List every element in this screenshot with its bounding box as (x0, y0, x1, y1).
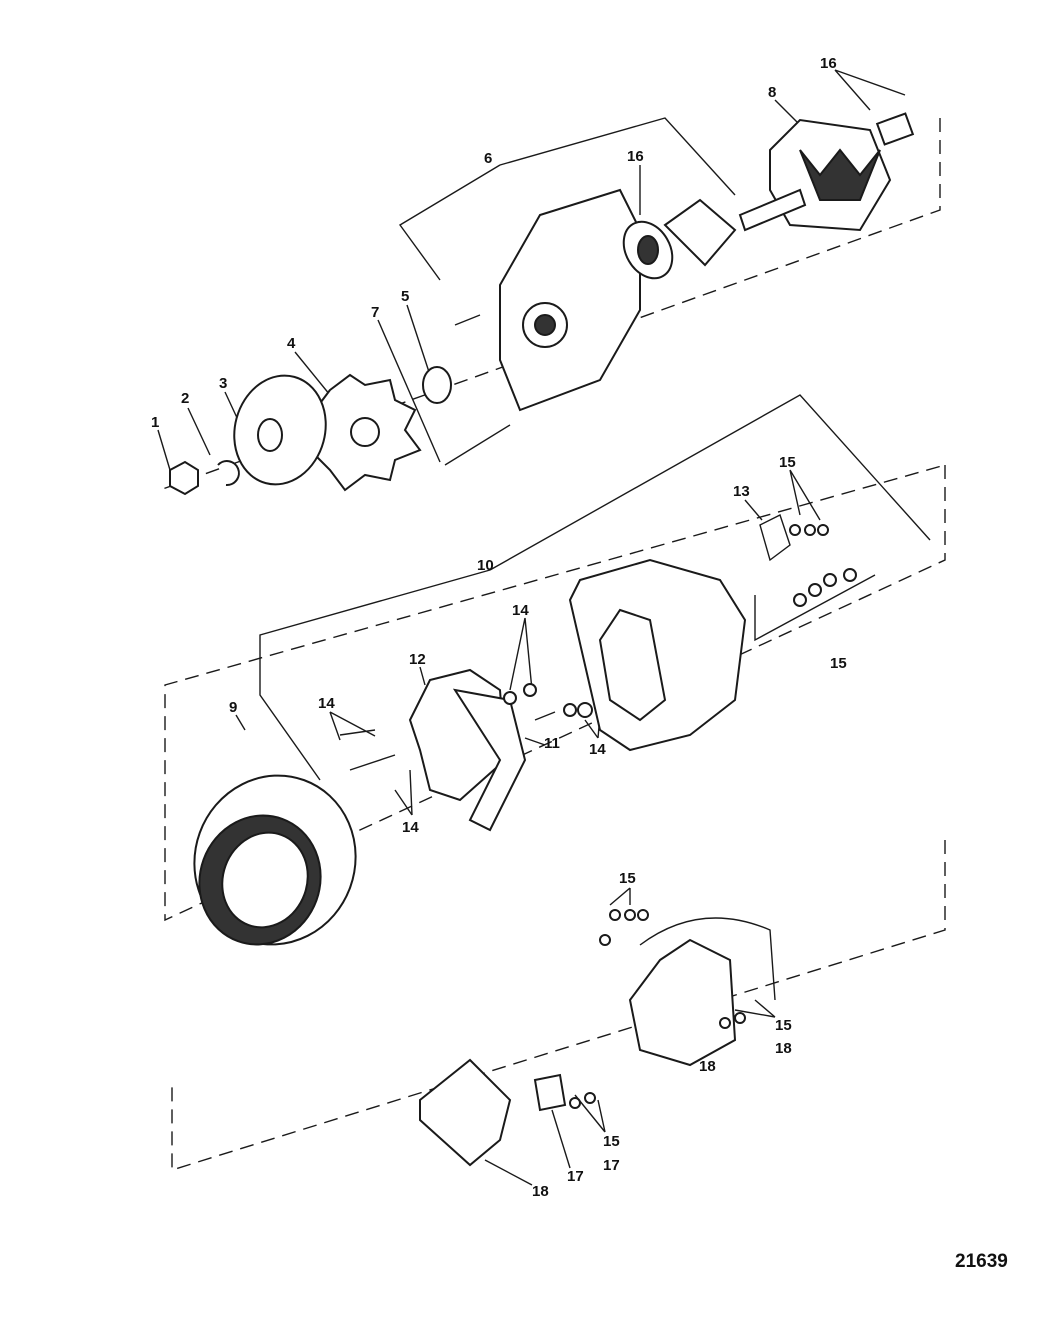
callout-3: 3 (219, 375, 227, 392)
callout-13: 13 (733, 483, 750, 500)
callout-11: 11 (544, 735, 560, 752)
callout-12: 12 (409, 651, 426, 668)
callout-2: 2 (181, 390, 189, 407)
regulator-and-brush-holder (419, 909, 776, 1167)
callout-16: 16 (820, 55, 837, 72)
lower-outline (171, 840, 946, 1171)
callout-9: 9 (229, 699, 237, 716)
callout-15: 15 (775, 1017, 792, 1034)
callout-15: 15 (603, 1133, 620, 1150)
middle-outline (164, 464, 946, 922)
stator (193, 774, 357, 946)
callout-1: 1 (151, 414, 159, 431)
callout-17: 17 (567, 1168, 584, 1185)
callout-18: 18 (532, 1183, 549, 1200)
figure-number: 21639 (955, 1251, 1008, 1272)
upper-outline (159, 118, 941, 491)
rotor (738, 112, 915, 232)
callout-5: 5 (401, 288, 409, 305)
callout-14: 14 (318, 695, 335, 712)
callout-14: 14 (512, 602, 529, 619)
callout-8: 8 (768, 84, 776, 101)
callout-15: 15 (830, 655, 847, 672)
bearing (622, 220, 674, 280)
callout-10: 10 (477, 557, 494, 574)
rectifier-bridge (339, 668, 593, 832)
callout-16: 16 (627, 148, 644, 165)
drive-end-frame (499, 188, 737, 412)
callout-15: 15 (779, 454, 796, 471)
callout-6: 6 (484, 150, 492, 167)
callout-18: 18 (699, 1058, 716, 1075)
callout-18: 18 (775, 1040, 792, 1057)
assembly-outlines (159, 118, 946, 1171)
fan-and-pulley (169, 314, 511, 496)
callout-labels: 16 8 6 16 5 7 4 3 2 1 15 13 10 14 12 15 … (151, 55, 847, 1200)
callout-14: 14 (589, 741, 606, 758)
slip-ring-end-frame (568, 514, 857, 752)
callout-14: 14 (402, 819, 419, 836)
callout-17: 17 (603, 1157, 620, 1174)
callout-7: 7 (371, 304, 379, 321)
callout-4: 4 (287, 335, 296, 352)
leader-lines (157, 69, 931, 1186)
callout-15: 15 (619, 870, 636, 887)
